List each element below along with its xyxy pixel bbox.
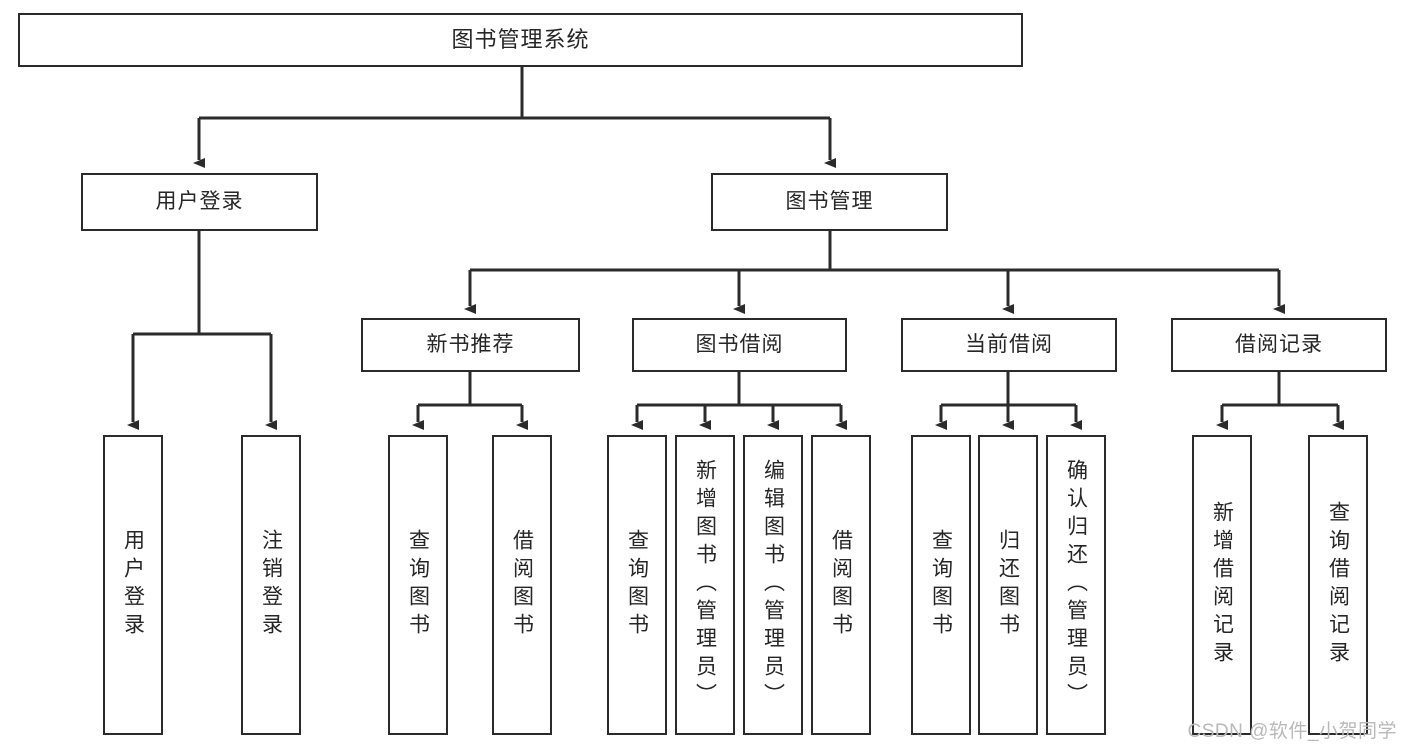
node-label: 当前借阅 [965, 333, 1053, 357]
node-label: 新书推荐 [426, 333, 515, 357]
leaf-book-borrow-edit-book-admin[interactable]: 编辑图书（管理员） [743, 435, 803, 735]
leaf-new-book-query-book[interactable]: 查询图书 [388, 435, 448, 735]
node-label: 归还图书 [996, 529, 1020, 641]
node-label: 编辑图书（管理员） [761, 459, 785, 711]
node-label: 用户登录 [121, 529, 145, 641]
node-label: 查询图书 [929, 529, 953, 641]
leaf-current-borrow-confirm-return-admin[interactable]: 确认归还（管理员） [1046, 435, 1106, 735]
leaf-book-borrow-query-book[interactable]: 查询图书 [607, 435, 667, 735]
node-label: 确认归还（管理员） [1064, 459, 1088, 711]
node-user-login[interactable]: 用户登录 [81, 173, 318, 231]
node-label: 图书管理 [785, 190, 874, 214]
leaf-current-borrow-query-book[interactable]: 查询图书 [911, 435, 971, 735]
leaf-user-login-logout[interactable]: 注销登录 [241, 435, 301, 735]
node-new-book-recommend[interactable]: 新书推荐 [361, 318, 580, 372]
node-label: 借阅图书 [829, 529, 853, 641]
node-root-library-management-system[interactable]: 图书管理系统 [18, 13, 1023, 67]
node-book-borrow[interactable]: 图书借阅 [632, 318, 847, 372]
node-label: 查询图书 [625, 529, 649, 641]
leaf-borrow-records-add-record[interactable]: 新增借阅记录 [1192, 435, 1252, 735]
leaf-new-book-borrow-book[interactable]: 借阅图书 [492, 435, 552, 735]
node-current-borrow[interactable]: 当前借阅 [901, 318, 1117, 372]
node-label: 新增借阅记录 [1210, 501, 1234, 669]
leaf-book-borrow-borrow-book[interactable]: 借阅图书 [811, 435, 871, 735]
node-label: 查询借阅记录 [1326, 501, 1350, 669]
node-label: 查询图书 [406, 529, 430, 641]
leaf-current-borrow-return-book[interactable]: 归还图书 [978, 435, 1038, 735]
node-label: 图书管理系统 [451, 26, 590, 52]
node-label: 借阅记录 [1235, 333, 1323, 357]
node-label: 新增图书（管理员） [693, 459, 717, 711]
node-label: 图书借阅 [695, 333, 784, 357]
node-book-management[interactable]: 图书管理 [711, 173, 948, 231]
node-label: 注销登录 [259, 529, 283, 641]
node-label: 用户登录 [155, 190, 244, 214]
leaf-borrow-records-query-record[interactable]: 查询借阅记录 [1308, 435, 1368, 735]
leaf-book-borrow-add-book-admin[interactable]: 新增图书（管理员） [675, 435, 735, 735]
node-label: 借阅图书 [510, 529, 534, 641]
watermark-text: CSDN @软件_小贺同学 [1187, 721, 1397, 742]
leaf-user-login-login[interactable]: 用户登录 [103, 435, 163, 735]
node-borrow-records[interactable]: 借阅记录 [1171, 318, 1387, 372]
